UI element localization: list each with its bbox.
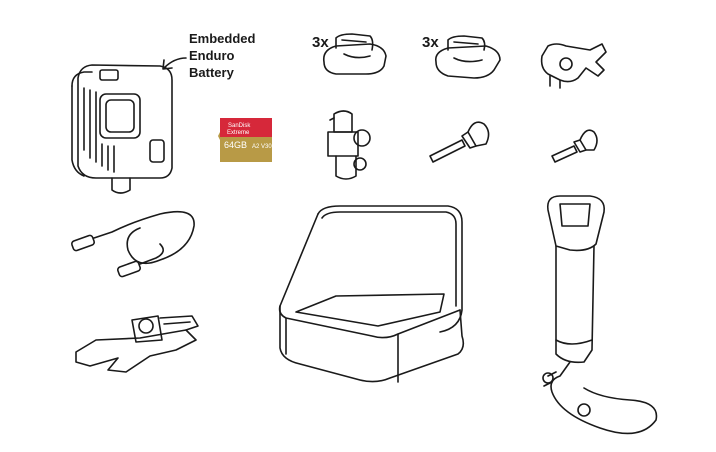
mounting-buckle-illustration <box>540 43 607 89</box>
battery-arrow-icon <box>162 57 187 70</box>
battery-label-line1: Embedded <box>189 31 256 46</box>
mount-adapter-illustration <box>327 110 371 180</box>
flat-adhesive-mount-illustration <box>322 33 387 75</box>
sd-card-label <box>220 118 272 137</box>
battery-label: Embedded Enduro Battery <box>189 30 255 81</box>
camera-illustration <box>71 64 173 194</box>
curved-mount-quantity: 3x <box>422 34 439 51</box>
sd-line: Extreme <box>227 130 250 136</box>
curved-adhesive-mount-illustration <box>434 35 501 79</box>
long-thumb-screw-illustration <box>429 121 490 163</box>
short-thumb-screw-illustration <box>551 129 598 163</box>
usb-c-cable-illustration <box>70 210 195 278</box>
microsd-card-illustration: SanDisk Extreme 64GB A2 V30 <box>218 118 272 162</box>
sd-brand: SanDisk <box>228 123 251 129</box>
carrying-case-illustration <box>278 205 465 383</box>
battery-label-line2: Enduro <box>189 48 235 63</box>
sd-capacity: 64GB <box>224 140 247 150</box>
sd-marks: A2 V30 <box>252 144 272 150</box>
flat-mount-quantity: 3x <box>312 34 329 51</box>
floating-hand-grip-illustration <box>542 195 658 435</box>
battery-label-line3: Battery <box>189 65 234 80</box>
buckle-mount-illustration <box>75 315 199 373</box>
